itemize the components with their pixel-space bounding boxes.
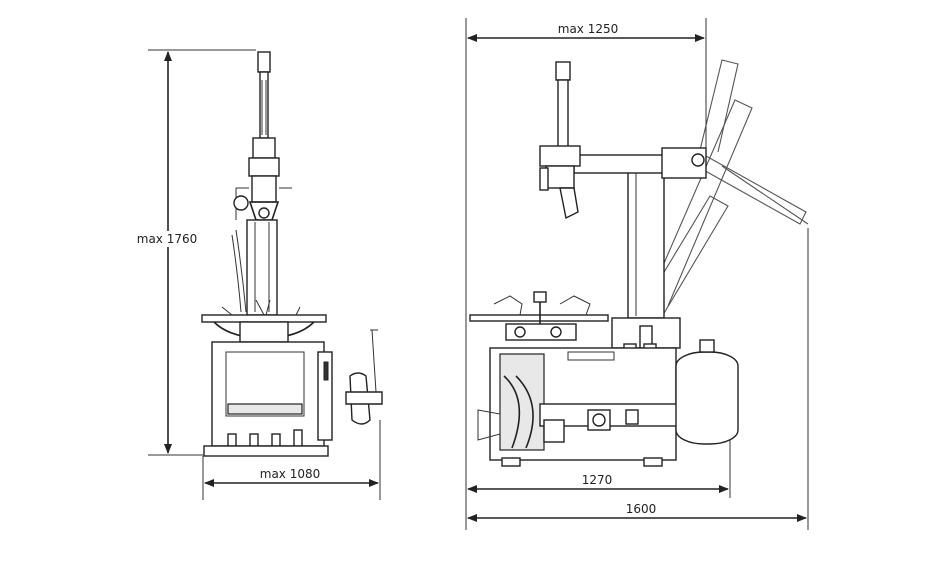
front-width-label: max 1080 [260, 467, 321, 481]
side-total-width-dimension: 1600 [467, 228, 809, 530]
front-height-dimension: max 1760 [136, 49, 256, 456]
side-base-width-label: 1270 [582, 473, 613, 487]
front-width-dimension: max 1080 [202, 420, 381, 500]
side-view-machine [469, 59, 809, 467]
side-total-width-label: 1600 [626, 502, 657, 516]
front-view-machine [201, 51, 383, 457]
side-top-width-dimension: max 1250 [465, 18, 707, 320]
side-base-width-dimension: 1270 [465, 320, 731, 530]
side-top-width-label: max 1250 [558, 22, 619, 36]
front-height-label: max 1760 [137, 232, 198, 246]
